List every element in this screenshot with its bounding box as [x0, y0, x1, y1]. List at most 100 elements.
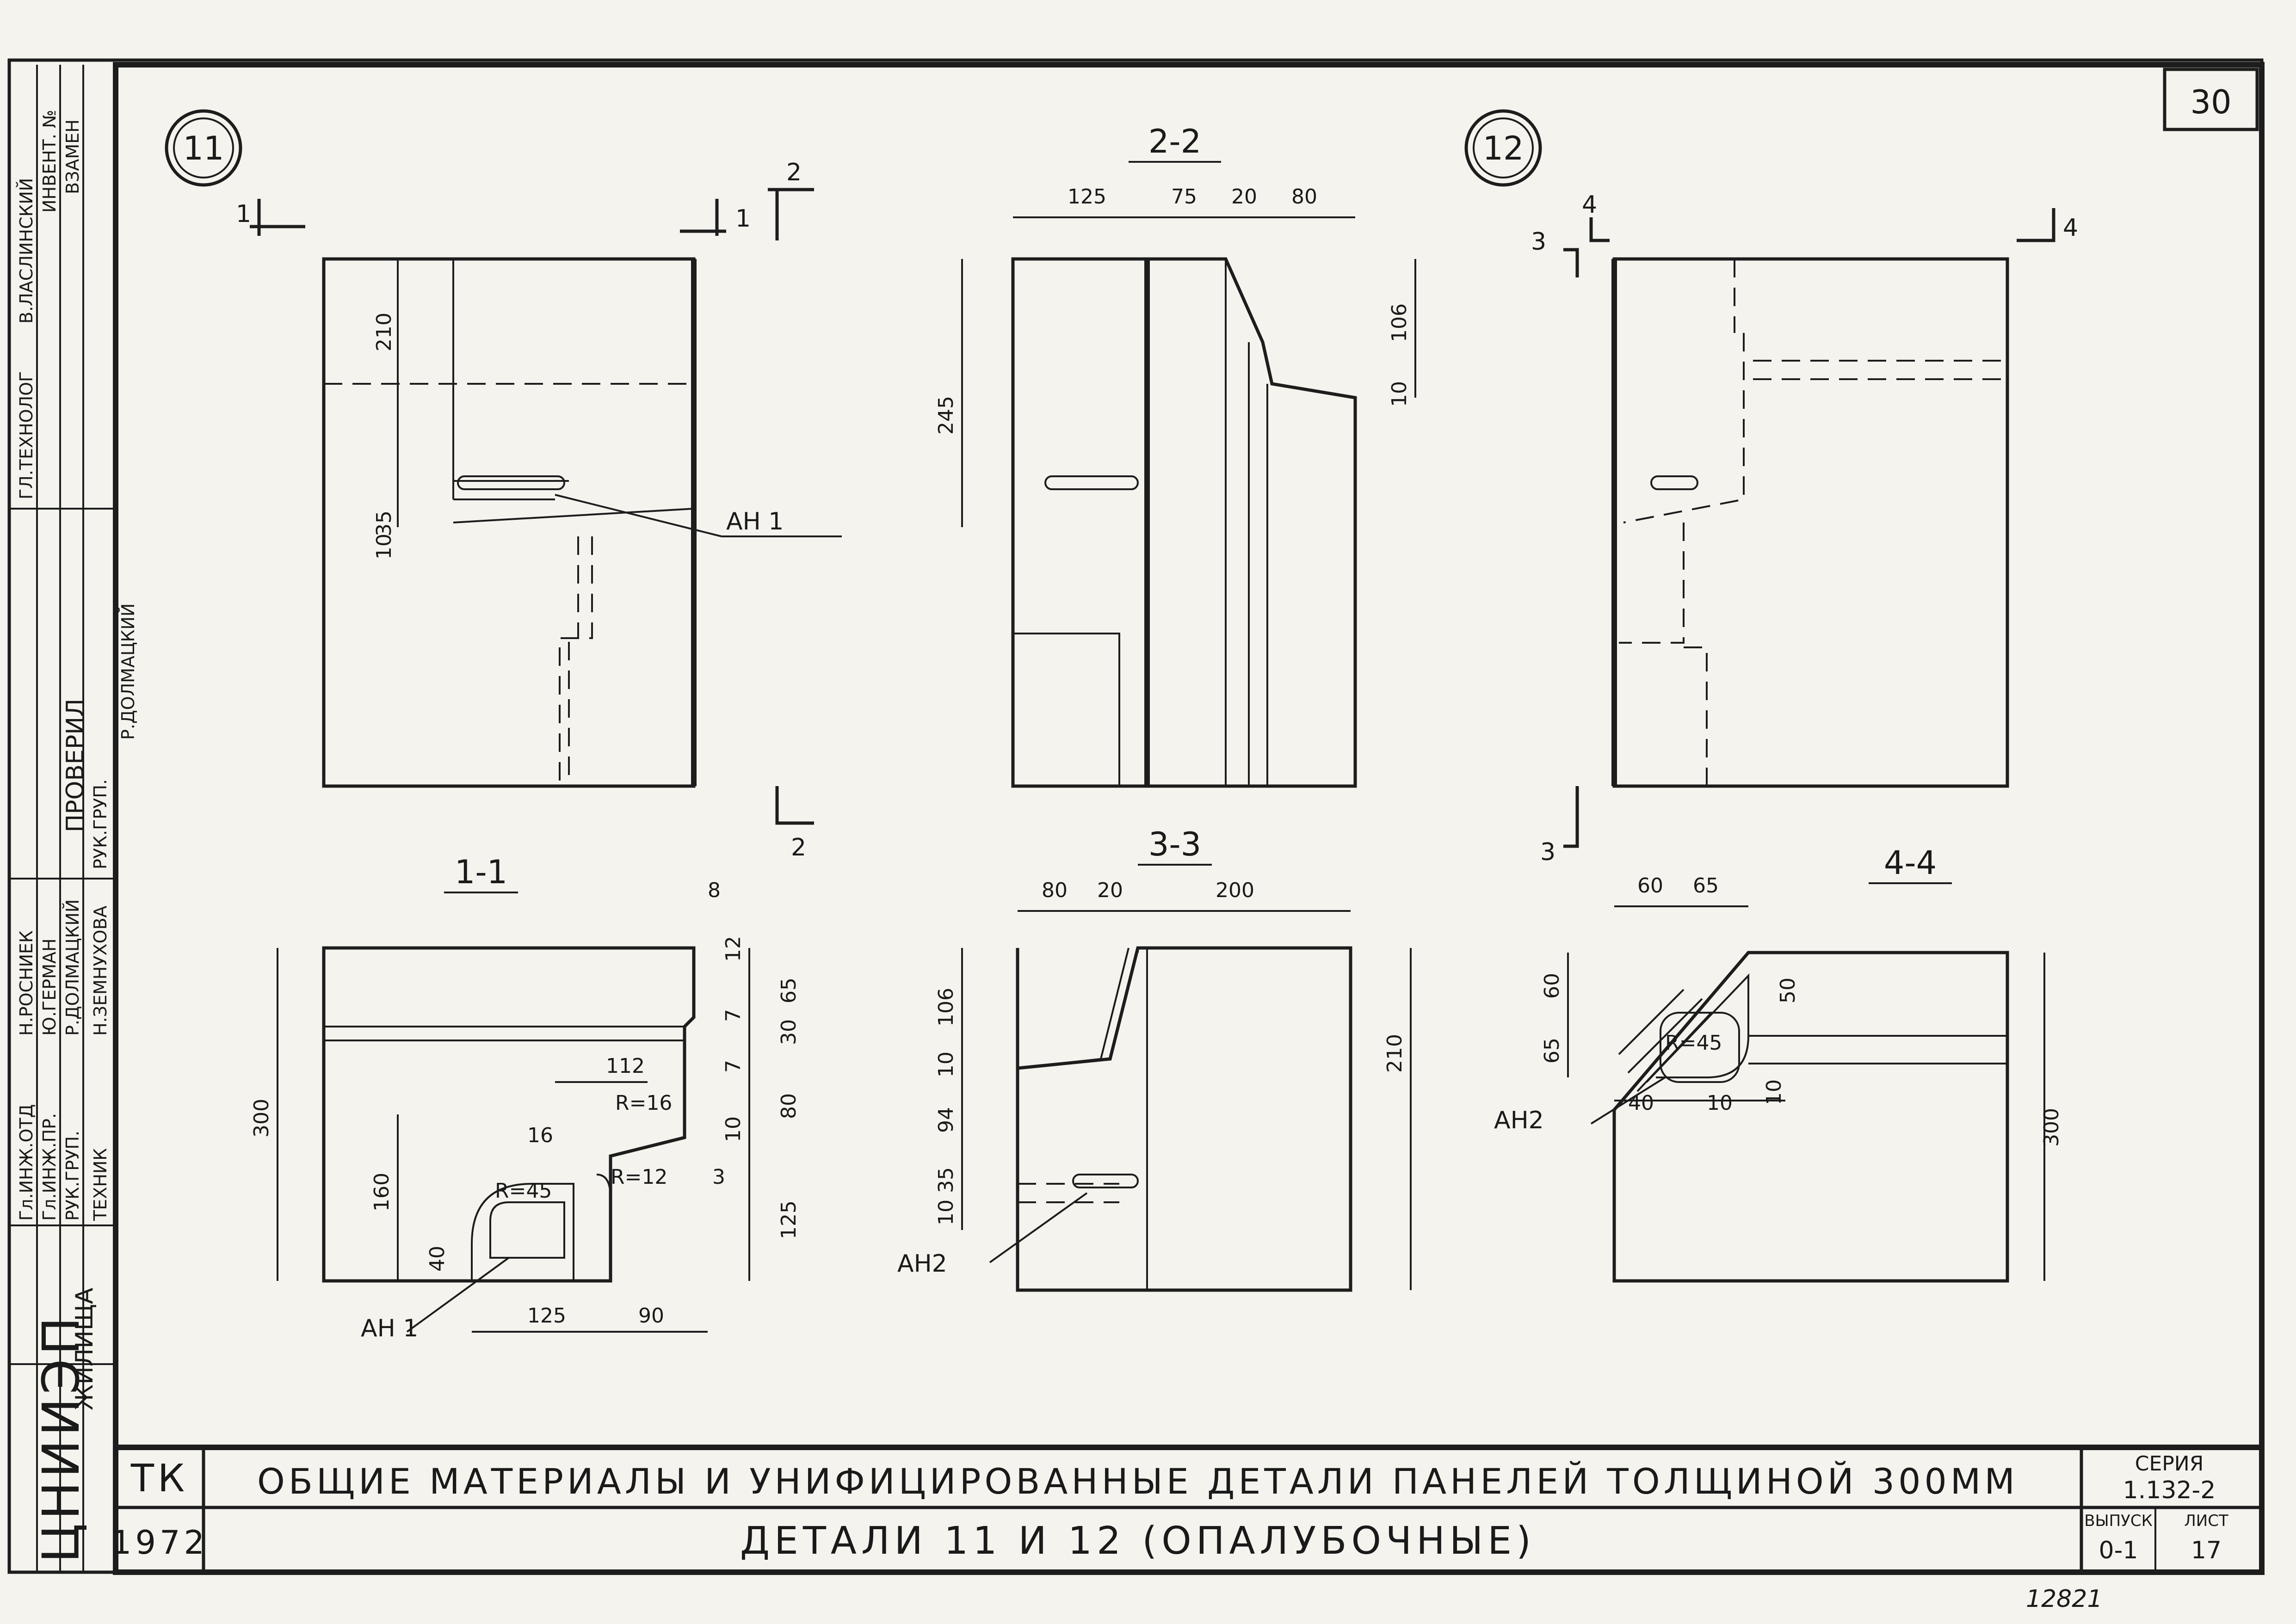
dim-90: 90 — [638, 1304, 664, 1328]
dim-10a: 10 — [934, 1052, 958, 1077]
sheet-label: ЛИСТ — [2184, 1512, 2228, 1530]
detail-marker-12: 12 — [1464, 109, 1542, 187]
rebar-label: АН2 — [1494, 1107, 1544, 1134]
radius-45: R=45 — [495, 1179, 552, 1203]
issue-value: 0-1 — [2099, 1537, 2138, 1564]
sheet-subtitle: ДЕТАЛИ 11 И 12 (ОПАЛУБОЧНЫЕ) — [740, 1519, 1536, 1563]
role-3: ТЕХНИК — [90, 1148, 111, 1221]
dim-80: 80 — [1291, 185, 1317, 209]
radius-16: R=16 — [615, 1091, 672, 1115]
page-number-box: 30 — [2163, 68, 2259, 131]
dim-10b: 10 — [1762, 1079, 1786, 1105]
dim-300: 300 — [2040, 1108, 2063, 1147]
svg-text:12: 12 — [1482, 129, 1524, 167]
checked-role: РУК.ГРУП. — [90, 779, 111, 869]
rebar-label: АН 1 — [726, 508, 784, 535]
section-2-2: 2-2 125 75 20 80 245 106 10 — [934, 123, 1416, 788]
dim-200: 200 — [1216, 879, 1254, 902]
dim-112: 112 — [606, 1054, 645, 1078]
dim-65v: 65 — [1540, 1038, 1564, 1064]
issue-label: ВЫПУСК — [2084, 1512, 2153, 1530]
dim-8: 8 — [708, 879, 721, 902]
dim-80: 80 — [1042, 879, 1068, 902]
dim-60v: 60 — [1540, 973, 1564, 999]
dim-12: 12 — [722, 936, 745, 962]
dim-40: 40 — [1628, 1091, 1654, 1115]
dim-80: 80 — [777, 1093, 801, 1119]
inv-label: ИНВЕНТ. № — [39, 110, 60, 213]
detail-marker-11: 11 — [165, 109, 242, 187]
name-0: Н.РОСНИЕК — [16, 930, 37, 1036]
dim-3: 3 — [712, 1165, 725, 1189]
cut-label-3b: 3 — [1540, 838, 1555, 866]
dim-65: 65 — [777, 978, 801, 1003]
dim-40: 40 — [426, 1246, 449, 1272]
outer-frame — [7, 58, 2264, 1574]
dim-300: 300 — [250, 1099, 273, 1138]
dim-125: 125 — [1068, 185, 1106, 209]
tech-name: В.ЛАСЛИНСКИЙ — [16, 178, 37, 324]
replace-label: ВЗАМЕН — [62, 119, 83, 194]
section-4-4: 4-4 60 65 60 65 50 R=45 40 10 10 300 АН2 — [1494, 844, 2063, 1283]
role-2: РУК.ГРУП. — [62, 1131, 83, 1221]
dim-106: 106 — [934, 988, 958, 1027]
cut-label-1b: 1 — [735, 205, 751, 233]
radius-12: R=12 — [611, 1165, 667, 1189]
dim-7b: 7 — [722, 1060, 745, 1073]
section-1-1: 1-1 300 8 12 65 7 30 7 80 10 3 125 112 R… — [250, 853, 801, 1342]
sheet-title: ОБЩИЕ МАТЕРИАЛЫ И УНИФИЦИРОВАННЫЕ ДЕТАЛИ… — [257, 1460, 2018, 1502]
dim-245: 245 — [934, 396, 958, 435]
dim-30: 30 — [777, 1019, 801, 1045]
drawing-frame — [113, 62, 2265, 1575]
name-1: Ю.ГЕРМАН — [39, 938, 60, 1036]
dim-20: 20 — [1231, 185, 1257, 209]
sheet-value: 17 — [2191, 1537, 2222, 1564]
dim-7a: 7 — [722, 1009, 745, 1022]
section-title: 2-2 — [1148, 123, 1201, 160]
dim-210: 210 — [372, 313, 396, 351]
role-0: Гл.ИНЖ.ОТД — [16, 1104, 37, 1221]
name-2: Р.ДОЛМАЦКИЙ — [62, 899, 83, 1036]
dim-94: 94 — [934, 1107, 958, 1133]
section-title: 4-4 — [1884, 844, 1937, 882]
series-value: 1.132-2 — [2123, 1476, 2216, 1504]
section-3-3: 3-3 80 20 200 106 10 94 35 10 210 АН2 — [897, 825, 1412, 1292]
series-label: СЕРИЯ — [2135, 1452, 2204, 1476]
detail-12-elevation: 4 4 3 3 — [1531, 191, 2078, 866]
dim-16: 16 — [527, 1124, 553, 1147]
role-1: Гл.ИНЖ.ПР. — [39, 1113, 60, 1221]
cut-label-1a: 1 — [236, 200, 251, 228]
dim-125v: 125 — [777, 1200, 801, 1239]
dim-35: 35 — [372, 511, 396, 536]
svg-text:11: 11 — [183, 129, 224, 167]
cut-label-3a: 3 — [1531, 228, 1546, 256]
detail-11-elevation: АН 1 1 1 2 2 210 35 10 — [236, 159, 842, 861]
section-title: 1-1 — [455, 853, 507, 891]
cut-label-2b: 2 — [791, 834, 806, 861]
radius-45: R=45 — [1665, 1031, 1722, 1055]
dim-20: 20 — [1097, 879, 1123, 902]
cut-label-4b: 4 — [2063, 214, 2078, 242]
cut-label-4a: 4 — [1582, 191, 1597, 219]
title-block: ТК 1972 ОБЩИЕ МАТЕРИАЛЫ И УНИФИЦИРОВАННЫ… — [111, 1445, 2262, 1572]
rebar-label: АН 1 — [361, 1315, 418, 1342]
checked-name: Р.ДОЛМАЦКИЙ — [118, 603, 138, 740]
dim-160: 160 — [370, 1173, 394, 1212]
dim-35: 35 — [934, 1167, 958, 1193]
tech-role: ГЛ.ТЕХНОЛОГ — [16, 371, 37, 499]
approval-strip: Гл.ИНЖ.ОТД Гл.ИНЖ.ПР. РУК.ГРУП. ТЕХНИК Н… — [9, 65, 138, 1572]
dim-75: 75 — [1171, 185, 1197, 209]
institute-logo: ЦНИИЭП — [31, 1313, 91, 1563]
rebar-label: АН2 — [897, 1250, 947, 1278]
dim-50: 50 — [1776, 978, 1800, 1003]
checked-heading: ПРОВЕРИЛ — [62, 699, 89, 832]
dim-60h: 60 — [1637, 874, 1663, 898]
code: ТК — [130, 1457, 188, 1501]
dim-65h: 65 — [1693, 874, 1719, 898]
page-number: 30 — [2190, 83, 2231, 121]
dim-10: 10 — [722, 1116, 745, 1142]
dim-210: 210 — [1383, 1034, 1407, 1073]
dim-10a: 10 — [1707, 1091, 1733, 1115]
institute-name: ЖИЛИЩА — [71, 1287, 99, 1410]
